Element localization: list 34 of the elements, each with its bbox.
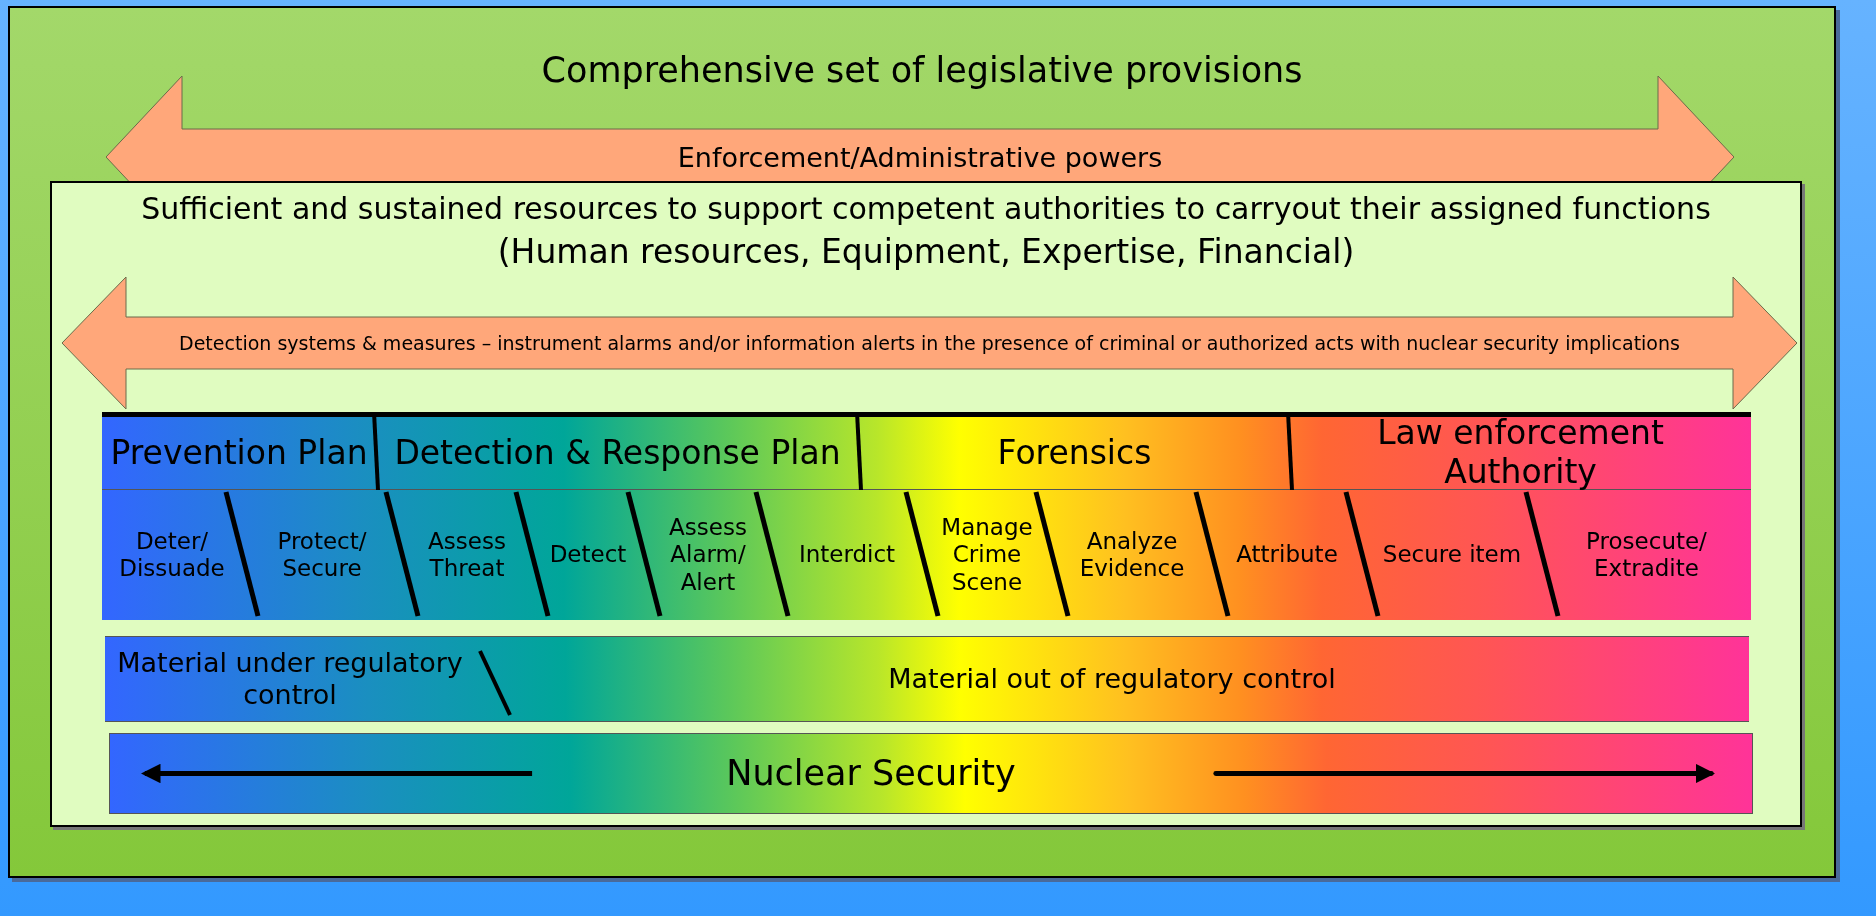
phase-header — [1290, 412, 1751, 490]
band-label: Material out of regulatory control — [887, 662, 1337, 697]
subheading: (Human resources, Equipment, Expertise, Financial) — [496, 233, 1356, 272]
stage-label: Attribute — [1235, 540, 1339, 570]
stage-label: Interdict — [797, 540, 897, 570]
phase-label: Forensics — [996, 431, 1153, 474]
phase-label: Law enforcement Authority — [1376, 417, 1665, 489]
band — [109, 733, 1753, 814]
stage-label: Secure item — [1381, 540, 1523, 570]
arrow-label: Detection systems & measures – instrument alarms and/or information alerts in the presence of criminal or authorized acts with nuclear security implications — [178, 330, 1681, 356]
stage-label: Manage Crime Scene — [940, 513, 1034, 597]
double-arrow — [62, 277, 1797, 409]
phase-label: Prevention Plan — [110, 431, 368, 474]
panel — [50, 181, 1802, 827]
band-label: Material under regulatory control — [116, 646, 464, 712]
stage-label: Analyze Evidence — [1078, 526, 1186, 583]
arrow-label: Enforcement/Administrative powers — [676, 142, 1164, 174]
stage-label: Detect — [548, 540, 628, 570]
stage-cell — [1542, 490, 1751, 620]
phase-header — [376, 412, 859, 490]
stage-cell — [102, 490, 242, 620]
phase-header — [102, 412, 376, 490]
band — [105, 636, 495, 722]
stage-label: Deter/ Dissuade — [118, 526, 226, 583]
phase-label: Detection & Response Plan — [393, 431, 842, 474]
stage-label: Assess Alarm/ Alert — [668, 513, 748, 597]
band-label: Nuclear Security — [725, 751, 1017, 795]
stage-label: Prosecute/ Extradite — [1585, 526, 1708, 583]
stage-label: Protect/ Secure — [276, 526, 368, 583]
heading: Comprehensive set of legislative provisions — [540, 50, 1304, 92]
band — [495, 636, 1749, 722]
heading: Sufficient and sustained resources to support competent authorities to carryout their assigned functions — [140, 191, 1712, 227]
stage-label: Assess Threat — [427, 526, 507, 583]
phase-header — [859, 412, 1290, 490]
